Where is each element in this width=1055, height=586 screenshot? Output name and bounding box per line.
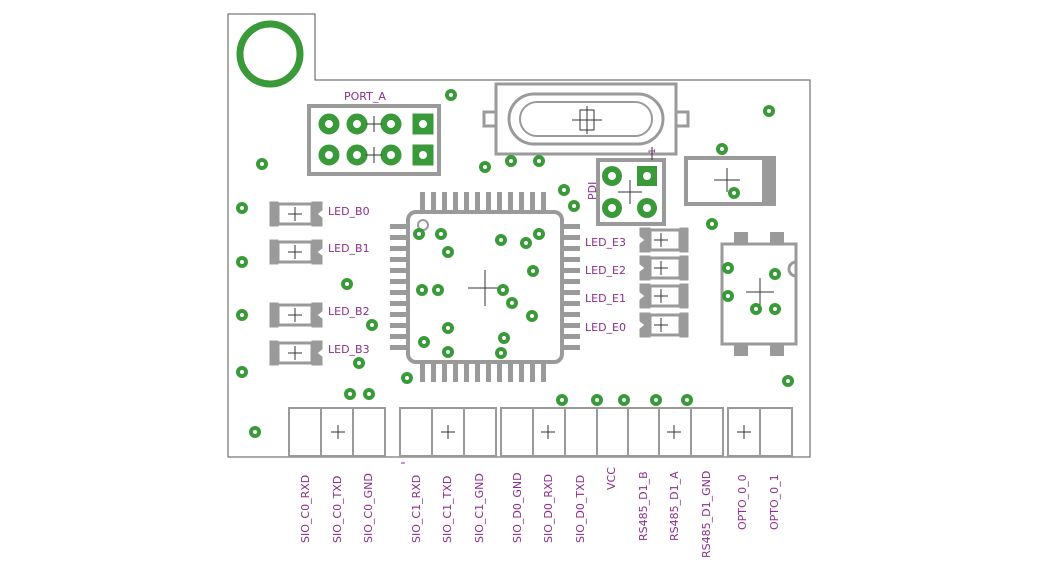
led-b1-label: LED_B1: [328, 242, 370, 255]
led-b2: [269, 302, 323, 328]
pin-label-rs485-d1-gnd: RS485_D1_GND: [700, 471, 713, 558]
pdi-header: [596, 147, 666, 226]
led-e2-label: LED_E2: [585, 264, 626, 277]
led-e0-label: LED_E0: [585, 321, 626, 334]
vias: [236, 89, 794, 438]
port-a-header: [307, 104, 441, 176]
pin-label-sio-d0-txd: SIO_D0_TXD: [574, 475, 587, 543]
led-right-group: [639, 227, 689, 338]
pin-label-sio-c0-gnd: SIO_C0_GND: [362, 473, 375, 543]
led-left-group: [269, 201, 323, 366]
led-b3: [269, 340, 323, 366]
pin-label-sio-c0-rxd: SIO_C0_RXD: [299, 475, 312, 543]
pin-label-sio-c0-txd: SIO_C0_TXD: [331, 476, 344, 543]
opto-coupler: [720, 232, 798, 356]
pdi-pin1-label: 1: [648, 148, 658, 154]
port-a-label: PORT_A: [344, 90, 386, 103]
pin-label-sio-c1-txd: SIO_C1_TXD: [441, 476, 454, 543]
pin-label-sio-d0-gnd: SIO_D0_GND: [511, 472, 524, 543]
diode-component: [684, 156, 776, 206]
led-b0-label: LED_B0: [328, 205, 370, 218]
led-b1: [269, 239, 323, 265]
terminal-blocks: [288, 407, 793, 457]
pin-label-sio-c1-gnd: SIO_C1_GND: [473, 473, 486, 543]
pdi-label: PDI: [586, 182, 599, 200]
led-b0: [269, 201, 323, 227]
led-e3: [639, 227, 689, 253]
led-b3-label: LED_B3: [328, 343, 370, 356]
terminal-block-sio-c0: [288, 407, 386, 457]
pin-label-vcc: VCC: [605, 467, 618, 490]
terminal-crosshairs: [331, 425, 751, 439]
pin-label-rs485-d1-b: RS485_D1_B: [637, 471, 650, 541]
pin-label-opto-0-0: OPTO_0_0: [736, 474, 749, 530]
led-b2-label: LED_B2: [328, 305, 370, 318]
crystal: [482, 82, 690, 156]
terminal-block-sio-c1: [399, 407, 497, 457]
led-e1: [639, 283, 689, 309]
terminal-block-opto: [727, 407, 793, 457]
pin-label-opto-0-1: OPTO_0_1: [768, 474, 781, 530]
led-e3-label: LED_E3: [585, 236, 626, 249]
terminal-block-sio-d0: [500, 407, 724, 457]
mounting-hole: [236, 20, 304, 88]
led-e2: [639, 255, 689, 281]
pin-label-sio-c1-rxd: SIO_C1_RXD: [410, 475, 423, 543]
pin-label-sio-d0-rxd: SIO_D0_RXD: [542, 474, 555, 543]
pin-label-rs485-d1-a: RS485_D1_A: [668, 471, 681, 541]
led-e1-label: LED_E1: [585, 292, 626, 305]
connector-labels: SIO_C0_RXD SIO_C0_TXD SIO_C0_GND SIO_C1_…: [299, 467, 781, 558]
led-e0: [639, 312, 689, 338]
